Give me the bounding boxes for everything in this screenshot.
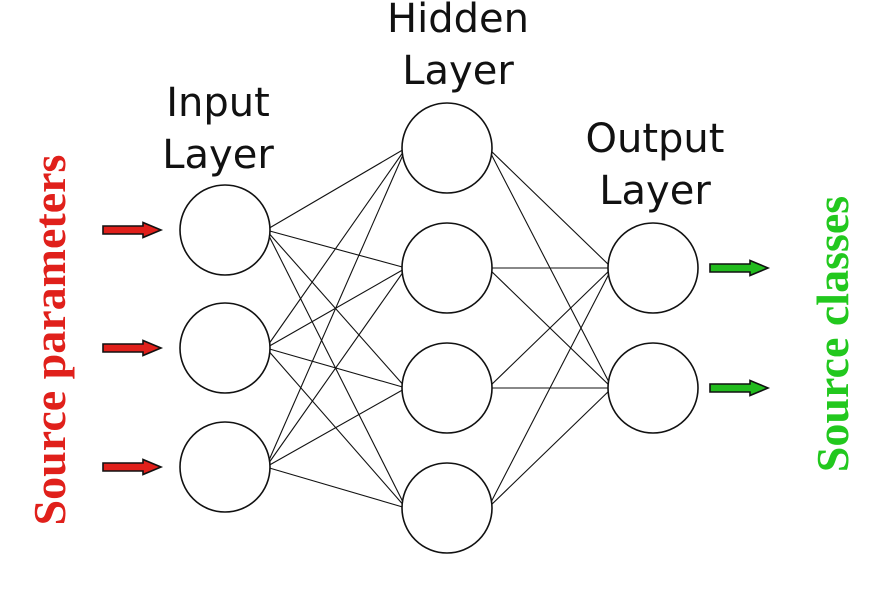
edge-input-1-hidden-2: [265, 229, 407, 269]
edge-input-3-hidden-3: [265, 387, 407, 468]
hidden-layer-label-line1: Hidden: [387, 0, 529, 42]
source-classes-label: Source classes: [807, 196, 858, 472]
io-arrows: [102, 221, 771, 476]
edge-input-1-hidden-3: [265, 229, 407, 389]
edge-hidden-3-output-1: [487, 267, 613, 389]
input-layer-label-line2: Layer: [162, 132, 274, 178]
output-node-2: [607, 342, 699, 434]
source-parameters-label: Source parameters: [24, 155, 75, 526]
input-node-3: [179, 421, 271, 513]
output-node-1: [607, 222, 699, 314]
input-arrow-icon-2: [102, 339, 164, 357]
connections: [265, 147, 613, 509]
edge-hidden-1-output-1: [487, 147, 613, 269]
edge-input-1-hidden-1: [265, 147, 407, 231]
edge-hidden-4-output-1: [487, 267, 613, 509]
input-arrow-icon-3: [102, 458, 164, 476]
hidden-node-1: [401, 102, 493, 194]
hidden-layer-label-line2: Layer: [402, 48, 514, 94]
input-arrow-icon-1: [102, 221, 164, 239]
edge-input-3-hidden-1: [265, 147, 407, 468]
output-layer-label-line1: Output: [586, 116, 725, 162]
input-node-2: [179, 302, 271, 394]
edge-input-3-hidden-4: [265, 466, 407, 509]
hidden-node-3: [401, 342, 493, 434]
neurons: [179, 102, 699, 554]
edge-input-2-hidden-1: [265, 147, 407, 349]
output-arrow-icon-1: [709, 259, 771, 277]
hidden-node-2: [401, 222, 493, 314]
edge-hidden-4-output-2: [487, 387, 613, 509]
input-layer-label-line1: Input: [166, 80, 270, 126]
input-node-1: [179, 184, 271, 276]
hidden-node-4: [401, 462, 493, 554]
output-layer-label-line2: Layer: [599, 168, 711, 214]
edge-input-3-hidden-2: [265, 267, 407, 468]
output-arrow-icon-2: [709, 379, 771, 397]
edge-input-1-hidden-4: [265, 229, 407, 509]
